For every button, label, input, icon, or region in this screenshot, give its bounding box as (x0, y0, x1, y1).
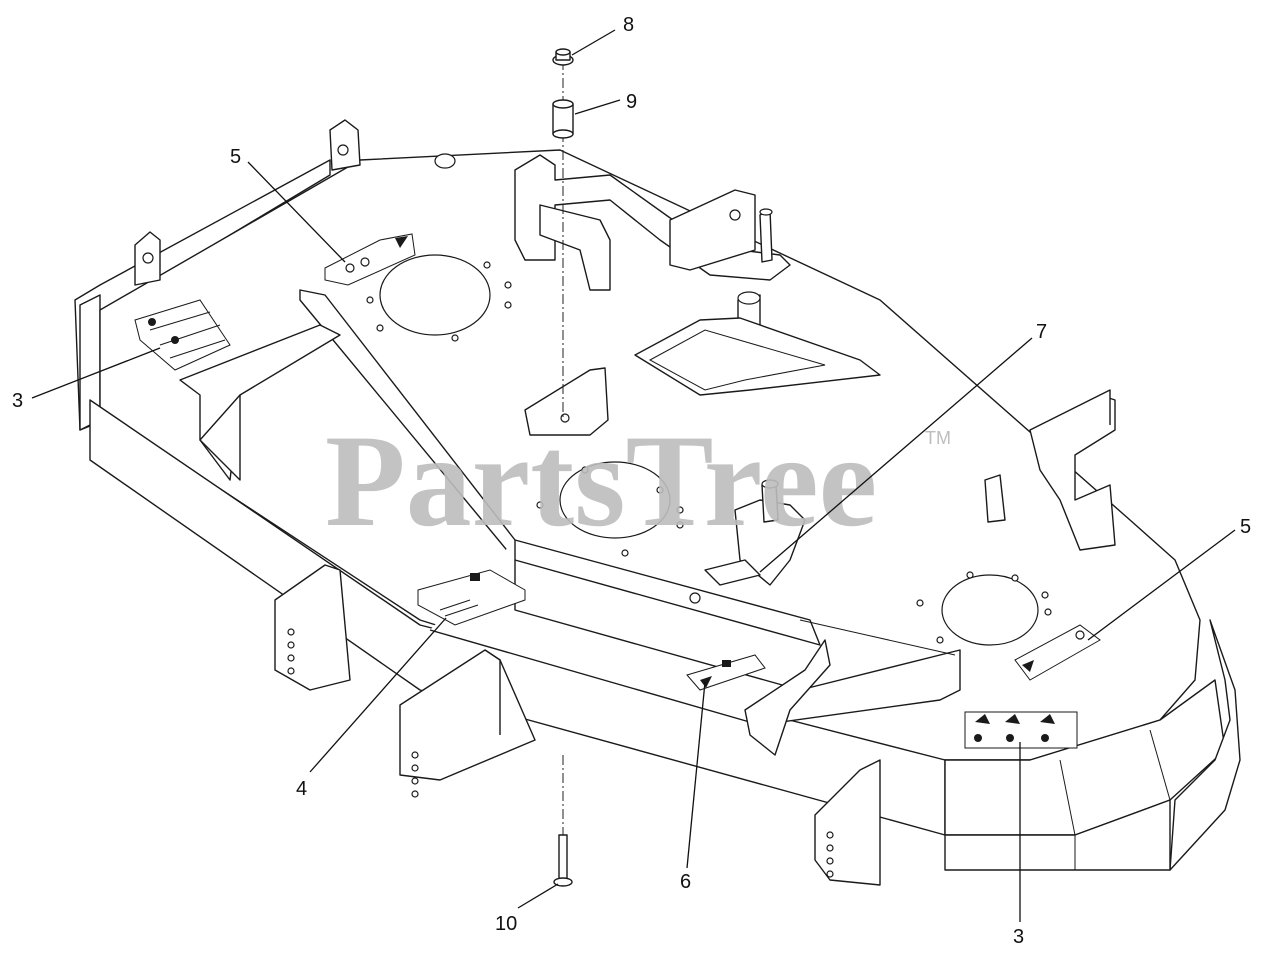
callout-8: 8 (623, 14, 634, 36)
partstree-watermark: PartsTree TM (325, 407, 951, 554)
callout-6: 6 (680, 871, 691, 893)
watermark-trademark: TM (925, 428, 951, 448)
callout-4: 4 (296, 778, 307, 800)
decal-center-front (686, 654, 766, 691)
lift-bracket-assembly (514, 154, 881, 396)
watermark-text: PartsTree (325, 407, 877, 554)
rear-mount-brackets (134, 119, 361, 286)
safety-decal-right (964, 711, 1078, 749)
callout-5-right: 5 (1240, 516, 1251, 538)
leader-lines (31, 29, 1236, 922)
warning-decal-right (1014, 624, 1101, 681)
front-brackets (274, 564, 881, 886)
exploded-hardware (552, 48, 574, 887)
mounting-holes (366, 261, 1052, 644)
carriage-bolt (553, 834, 573, 887)
callout-3-left: 3 (12, 390, 23, 412)
warning-decal-rear (324, 233, 416, 286)
callout-10: 10 (495, 913, 517, 935)
operator-decal (417, 569, 526, 626)
spacer (552, 99, 574, 139)
callout-7: 7 (1036, 321, 1047, 343)
callout-9: 9 (626, 91, 637, 113)
spindle-openings (379, 153, 1039, 646)
callout-labels: 8 9 5 3 7 5 4 6 10 3 (12, 14, 1251, 948)
flange-nut (552, 48, 574, 66)
callout-5-rear: 5 (230, 146, 241, 168)
safety-decal-left (134, 299, 231, 371)
callout-3-right: 3 (1013, 926, 1024, 948)
right-mount-bracket (984, 389, 1116, 551)
mower-deck (74, 149, 1241, 871)
